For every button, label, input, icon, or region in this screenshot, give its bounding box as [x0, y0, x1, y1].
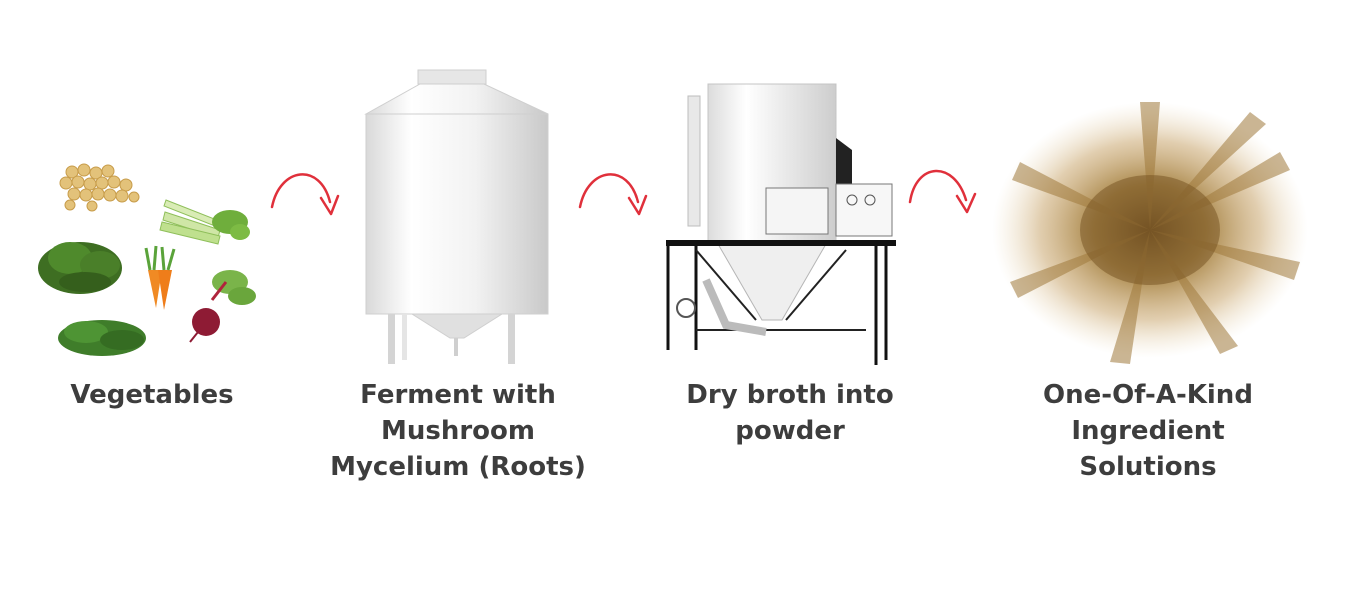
- step-2-label: Ferment with Mushroom Mycelium (Roots): [330, 380, 586, 482]
- step-1-label: Vegetables: [70, 380, 234, 410]
- spray-dryer-illustration: [666, 83, 896, 365]
- arrow-3: [908, 169, 977, 214]
- kale-icon: [38, 242, 122, 294]
- fermentation-tank-illustration: [364, 69, 549, 364]
- beet-icon: [189, 270, 256, 343]
- vegetables-illustration: [38, 163, 256, 356]
- celery-icon: [159, 199, 250, 245]
- spinach-icon: [58, 320, 146, 356]
- powder-burst-illustration: [992, 102, 1308, 364]
- chickpeas-icon: [59, 163, 140, 212]
- arrow-2: [578, 173, 648, 216]
- step-4-label: One-Of-A-Kind Ingredient Solutions: [1043, 380, 1253, 482]
- arrow-1: [270, 173, 340, 216]
- carrots-icon: [144, 245, 176, 310]
- step-3-label: Dry broth into powder: [686, 380, 894, 446]
